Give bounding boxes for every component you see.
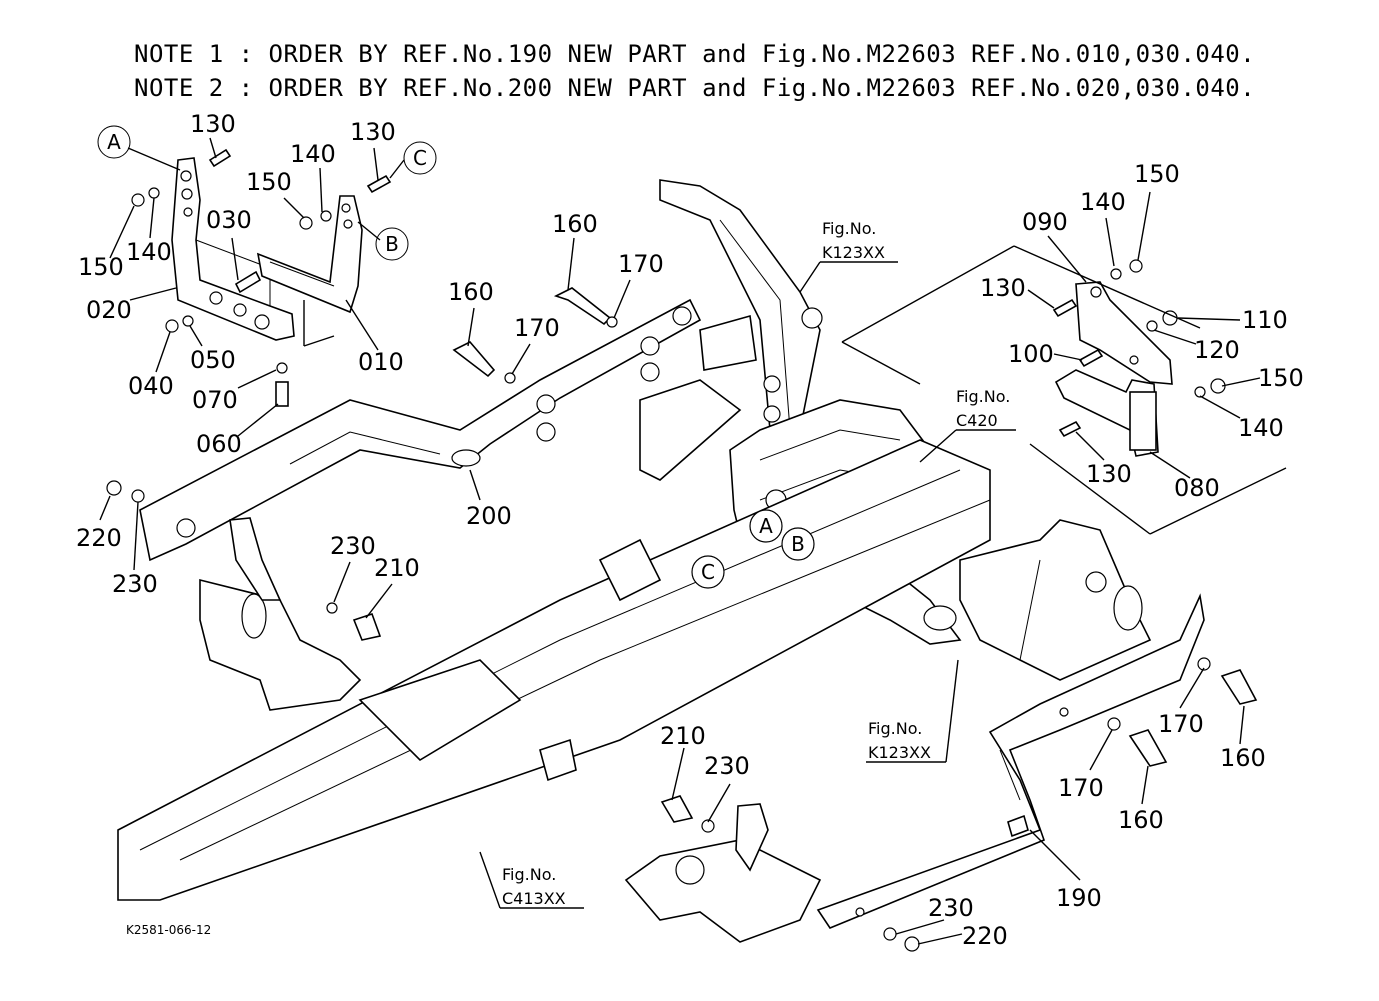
fig-ref-c420-label: Fig.No. [956,387,1010,406]
part-callouts: 130 150 140 030 020 040 050 070 060 010 … [76,110,1304,950]
svg-text:C: C [413,146,427,170]
callout-220: 220 [76,524,122,552]
bracket-080 [1054,369,1159,457]
callout-170: 170 [618,250,664,278]
fig-ref-c413xx-number: C413XX [502,889,566,908]
callout-160-d: 160 [1118,806,1164,834]
callout-160-c: 160 [1220,744,1266,772]
callout-080: 080 [1174,474,1220,502]
callout-140-d: 140 [1238,414,1284,442]
callout-210-b: 210 [660,722,706,750]
fig-ref-k123xx-lower-label: Fig.No. [868,719,922,738]
callout-230-b: 230 [330,532,376,560]
svg-text:C: C [701,560,715,584]
callout-220-b: 220 [962,922,1008,950]
callout-110: 110 [1242,306,1288,334]
fig-ref-k123xx-upper-label: Fig.No. [822,219,876,238]
callout-170-d: 170 [1058,774,1104,802]
circle-marker-c-lower: C [691,555,725,589]
callout-160: 160 [552,210,598,238]
note-2: NOTE 2 : ORDER BY REF.No.200 NEW PART an… [134,74,1256,102]
circle-marker-a-upper: A [97,125,131,159]
figure-references: Fig.No. K123XX Fig.No. C420 Fig.No. K123… [502,219,1010,908]
callout-160-b: 160 [448,278,494,306]
lower-mount-bracket [624,803,822,943]
callout-010: 010 [358,348,404,376]
callout-130-d: 130 [1086,460,1132,488]
loose-hardware [106,287,1258,952]
callout-130: 130 [190,110,236,138]
vertical-stay [639,179,823,481]
svg-text:A: A [107,130,121,154]
callout-230-d: 230 [928,894,974,922]
callout-070: 070 [192,386,238,414]
bracket-090 [1075,281,1173,385]
callout-050: 050 [190,346,236,374]
callout-030: 030 [206,206,252,234]
note-1: NOTE 1 : ORDER BY REF.No.190 NEW PART an… [134,40,1256,68]
callout-130-c: 130 [980,274,1026,302]
callout-090: 090 [1022,208,1068,236]
drawing-id: K2581-066-12 [126,923,211,937]
callout-170-c: 170 [1158,710,1204,738]
bracket-010 [256,195,363,314]
circle-marker-b-lower: B [781,527,815,561]
bracket-020 [171,157,295,341]
frame-200 [139,298,702,562]
left-mount-bracket [199,517,362,711]
frame-190 [816,593,1205,929]
callout-140-b: 140 [290,140,336,168]
main-chassis-frame [117,439,991,901]
fig-ref-k123xx-lower-number: K123XX [868,743,931,762]
fig-ref-c420-number: C420 [956,411,998,430]
callout-150-d: 150 [1258,364,1304,392]
callout-210: 210 [374,554,420,582]
circle-markers: A B C A B C [97,125,815,589]
fig-ref-k123xx-upper-number: K123XX [822,243,885,262]
callout-230-c: 230 [704,752,750,780]
callout-060: 060 [196,430,242,458]
circle-marker-a-lower: A [749,509,783,543]
callout-040: 040 [128,372,174,400]
callout-120: 120 [1194,336,1240,364]
bracket-fasteners [131,148,392,407]
callout-150-b: 150 [246,168,292,196]
svg-text:B: B [385,232,399,256]
callout-140: 140 [126,238,172,266]
circle-marker-b-upper: B [375,227,409,261]
svg-text:B: B [791,532,805,556]
leader-lines [99,137,1287,945]
callout-140-c: 140 [1080,188,1126,216]
right-mount-bracket [959,519,1152,681]
circle-marker-c-upper: C [403,141,437,175]
callout-190: 190 [1056,884,1102,912]
fig-ref-c413xx-label: Fig.No. [502,865,556,884]
svg-text:A: A [759,514,773,538]
callout-230: 230 [112,570,158,598]
callout-150-c: 150 [1134,160,1180,188]
callout-200: 200 [466,502,512,530]
callout-020: 020 [86,296,132,324]
callout-150: 150 [78,253,124,281]
callout-100: 100 [1008,340,1054,368]
callout-170-b: 170 [514,314,560,342]
callout-130-b: 130 [350,118,396,146]
